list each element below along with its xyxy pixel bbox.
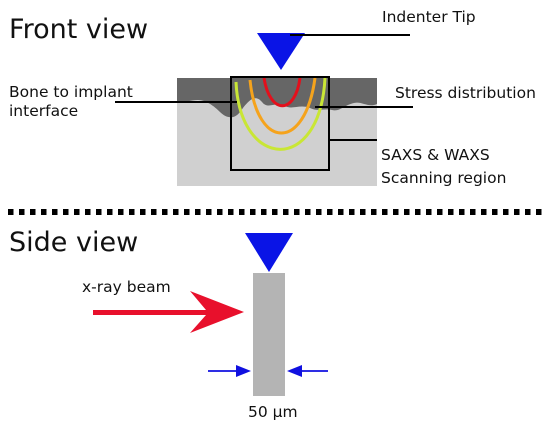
scanning-region-box <box>230 76 330 171</box>
stress-curve-red <box>262 77 302 108</box>
thickness-right-arrow-icon <box>287 365 302 377</box>
side-view-heading: Side view <box>9 227 138 258</box>
indenter-tip-label: Indenter Tip <box>382 8 476 26</box>
sample-slab <box>253 273 285 396</box>
front-view-heading: Front view <box>9 14 148 45</box>
xray-beam-label: x-ray beam <box>82 278 171 296</box>
thickness-left-arrow-icon <box>236 365 251 377</box>
stress-curve-orange <box>248 77 317 135</box>
scanning-region-label-line1: SAXS & WAXS <box>381 146 490 164</box>
scanning-region-label-line2: Scanning region <box>381 169 506 187</box>
indenter-tip-icon <box>257 33 305 70</box>
indenter-tip-side-icon <box>245 233 293 272</box>
interface-label-line2: interface <box>9 102 78 120</box>
stress-curve-green <box>234 77 327 151</box>
thickness-label: 50 µm <box>248 403 298 421</box>
stress-distribution-label: Stress distribution <box>395 84 536 102</box>
interface-label-line1: Bone to implant <box>9 83 133 101</box>
xray-beam-arrow-icon <box>93 291 244 333</box>
